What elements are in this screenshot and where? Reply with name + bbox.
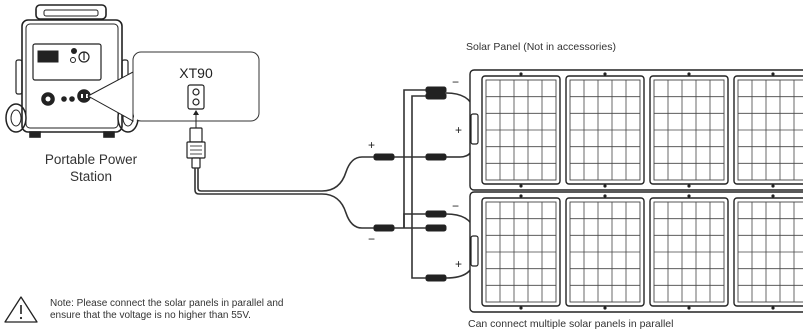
panel-module [649,194,729,310]
xt90-label: XT90 [179,65,213,81]
note-text: Note: Please connect the solar panels in… [50,298,350,322]
solar-panel-title: Solar Panel (Not in accessories) [466,41,616,53]
panel-module [733,72,803,188]
plus-sign: + [455,123,462,137]
plus-sign: + [368,138,375,152]
panel-module [733,194,803,310]
minus-sign: − [368,232,375,246]
polarity-marks: + − − + − + [368,75,462,271]
junction-box [470,235,479,267]
panel-module [565,72,645,188]
panel-module [481,72,561,188]
panel-module [565,194,645,310]
xt90-plug [186,127,206,169]
note-line1: Note: Please connect the solar panels in… [50,298,284,309]
solar-panel-top [469,69,803,191]
junction-box [470,113,479,145]
minus-sign: − [452,199,459,213]
minus-sign: − [452,75,459,89]
mc4-connectors [373,86,447,282]
xt90-callout: XT90 [86,51,260,130]
parallel-caption: Can connect multiple solar panels in par… [468,318,674,330]
station-caption-line2: Station [69,169,113,184]
xt90-port-icon [187,84,205,110]
station-caption-line1: Portable Power [44,152,138,167]
solar-panel-bottom [469,191,803,313]
panel-module [649,72,729,188]
warning-icon [4,296,38,323]
power-station-caption: Portable Power Station [0,151,182,185]
plus-sign: + [455,257,462,271]
note-line2: ensure that the voltage is no higher tha… [50,310,251,321]
portable-power-station [5,4,139,138]
panel-module [481,194,561,310]
